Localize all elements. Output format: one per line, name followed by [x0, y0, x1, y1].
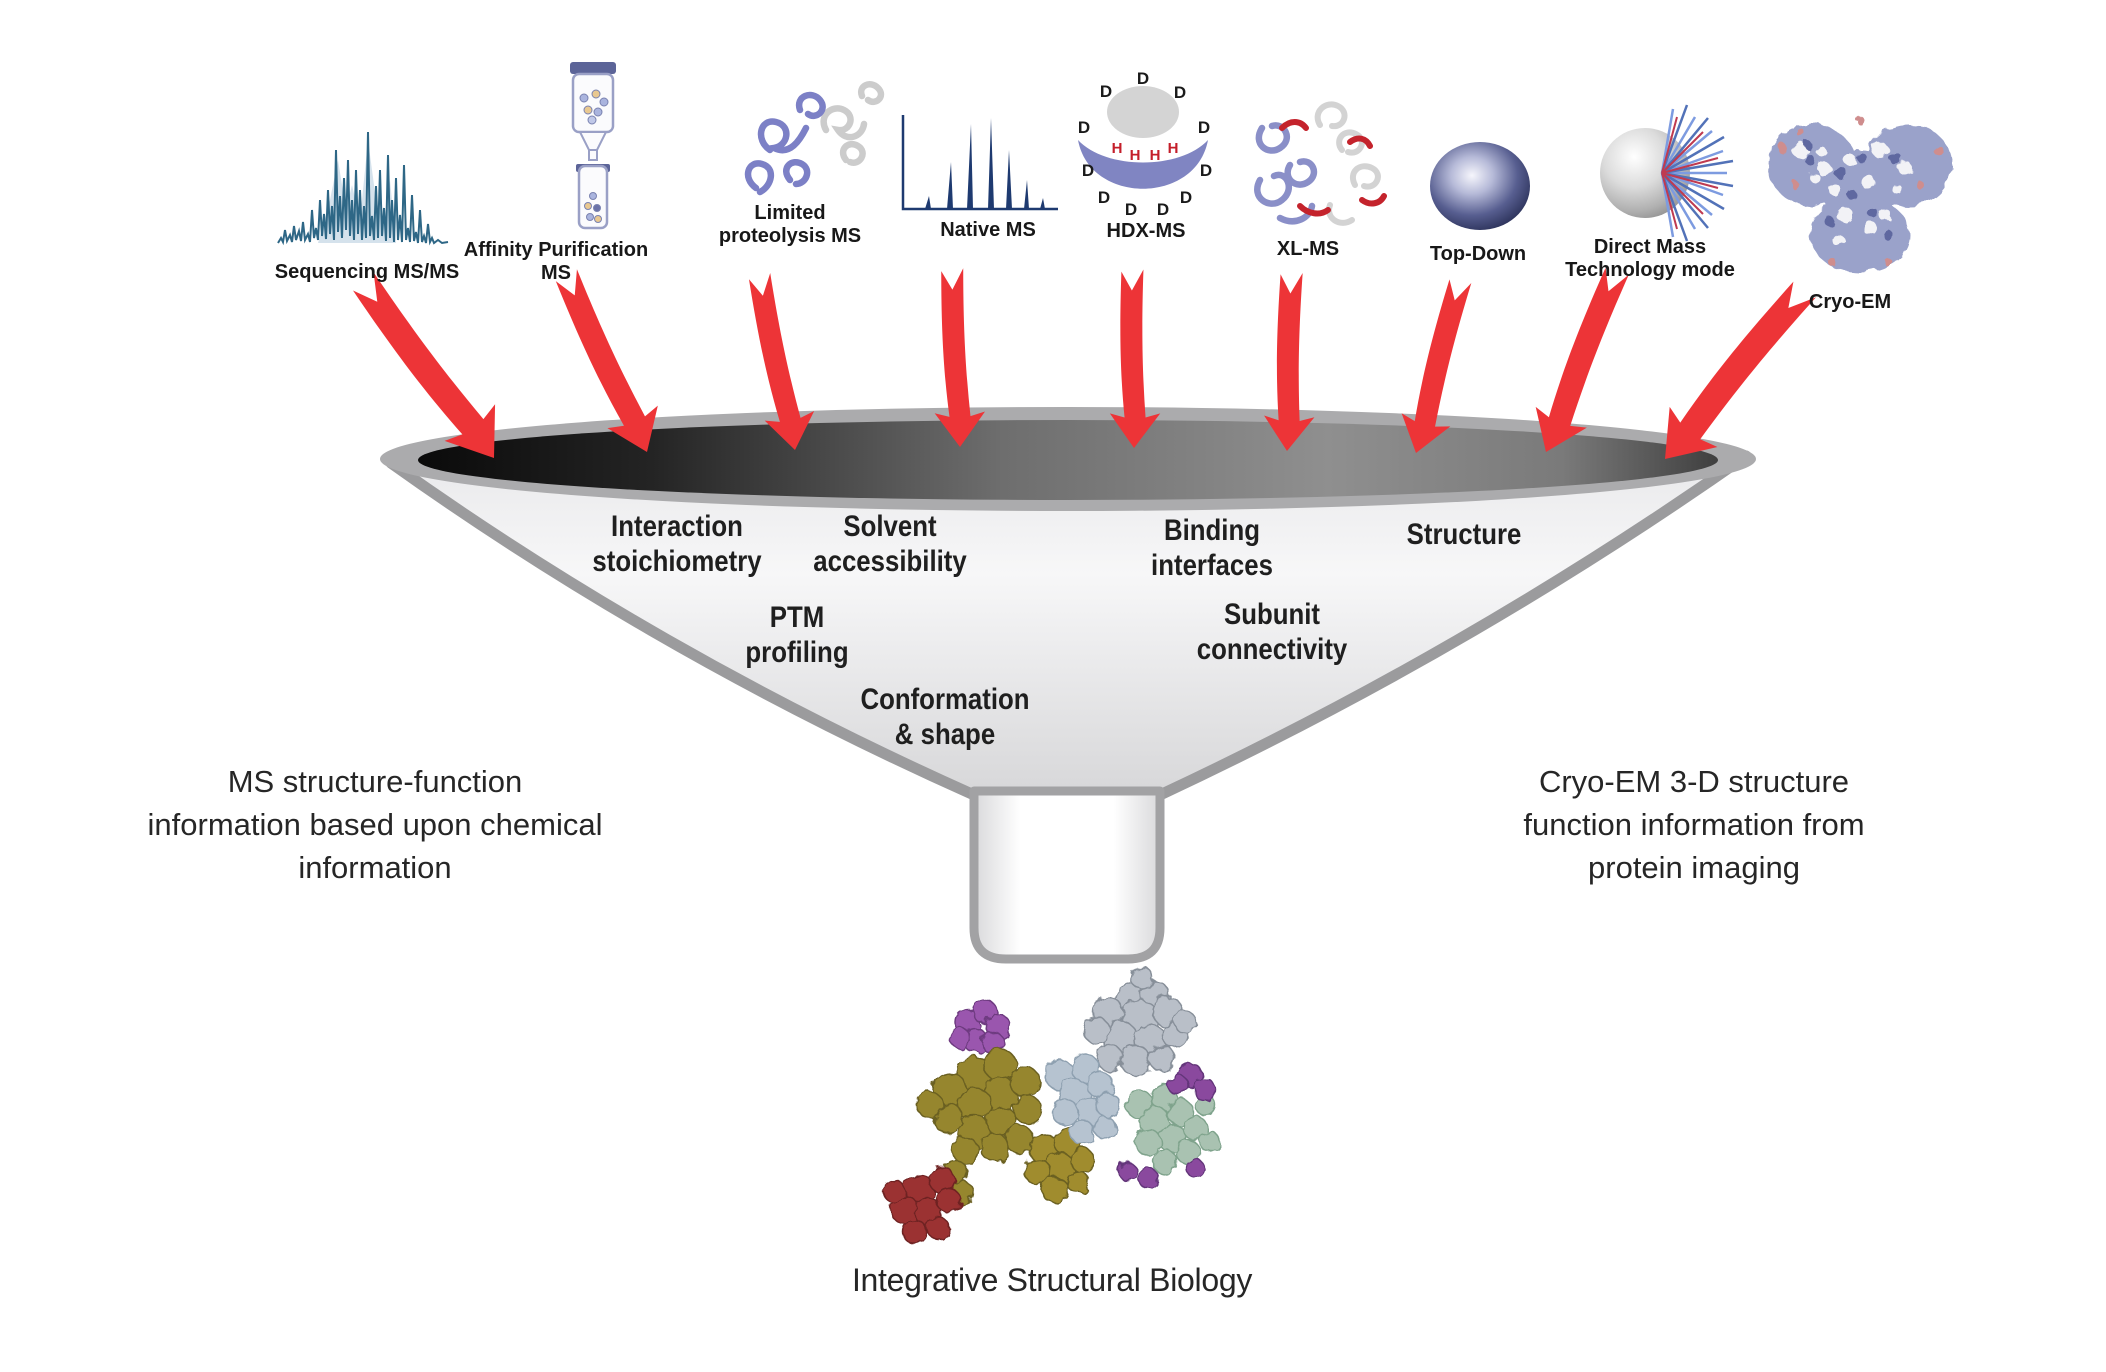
tech-label-line: XL-MS: [1276, 238, 1340, 260]
funnel-output-conformation-shape: Conformation& shape: [847, 682, 1044, 752]
funnel-output-line: Solvent: [843, 510, 937, 543]
label-top-down: Top-Down: [1430, 243, 1526, 266]
tech-label-line: Technology mode: [1565, 259, 1735, 281]
ion-emission-sphere-icon: [1600, 104, 1734, 242]
side-note-line: MS structure-function: [227, 764, 523, 799]
label-xl-ms: XL-MS: [1277, 238, 1339, 261]
funnel-output-line: Structure: [1406, 518, 1522, 551]
funnel-mouth: [418, 420, 1718, 500]
intact-protein-sphere-icon: [1430, 142, 1530, 230]
protein-complex-model: [883, 966, 1221, 1245]
arrow-hdx: [1109, 269, 1161, 448]
tech-label-line: Cryo-EM: [1808, 291, 1892, 313]
d-letter: D: [1200, 161, 1212, 180]
tech-label-line: HDX-MS: [1106, 220, 1186, 242]
em-density-map-icon: [1768, 116, 1952, 273]
d-letter: D: [1100, 82, 1112, 101]
native-spectrum-icon: [901, 115, 1058, 211]
funnel-output-line: Conformation: [860, 683, 1030, 716]
side-note-line: information based upon chemical: [147, 807, 603, 842]
side-note-line: protein imaging: [1588, 850, 1800, 885]
side-note-line: Cryo-EM 3-D structure: [1538, 764, 1850, 799]
d-letter: D: [1098, 188, 1110, 207]
side-note-line: function information from: [1523, 807, 1865, 842]
funnel-output-structure: Structure: [1397, 517, 1530, 552]
note-ms-structure-function: MS structure-function information based …: [148, 760, 603, 889]
h-letter: H: [1168, 140, 1179, 157]
tech-label-line: Sequencing MS/MS: [274, 261, 460, 283]
spin-column-icon: [570, 62, 616, 230]
label-cryo-em: Cryo-EM: [1809, 291, 1891, 314]
d-letter: D: [1157, 200, 1169, 219]
footer-integrative-structural-biology: Integrative Structural Biology: [852, 1262, 1252, 1299]
deuterium-exchange-icon: D D D D D D D D D D D H H H H: [1078, 69, 1212, 219]
tech-label-line: Affinity Purification: [463, 239, 649, 261]
ms2-spectrum-icon: [277, 131, 449, 246]
h-letter: H: [1112, 140, 1123, 157]
label-hdx-ms: HDX-MS: [1107, 220, 1186, 243]
d-letter: D: [1137, 69, 1149, 88]
label-sequencing-msms: Sequencing MS/MS: [275, 261, 459, 284]
side-note-line: information: [298, 850, 452, 885]
label-native-ms: Native MS: [940, 219, 1036, 242]
tech-label-line: Direct Mass: [1593, 236, 1707, 258]
tech-label-line: MS: [540, 262, 571, 284]
funnel-stem: [969, 786, 1165, 964]
funnel-output-line: PTM: [769, 601, 825, 634]
tech-label-line: Top-Down: [1429, 243, 1527, 265]
d-letter: D: [1174, 83, 1186, 102]
funnel-output-line: connectivity: [1196, 633, 1348, 666]
funnel-output-line: & shape: [894, 718, 996, 751]
funnel-output-line: Subunit: [1223, 598, 1320, 631]
digested-protein-icon: [744, 81, 885, 196]
tech-label-line: proteolysis MS: [718, 225, 862, 247]
d-letter: D: [1078, 118, 1090, 137]
funnel-output-line: interfaces: [1151, 549, 1273, 582]
crosslinked-protein-icon: [1254, 101, 1387, 226]
funnel-output-line: stoichiometry: [592, 545, 762, 578]
funnel-output-line: Binding: [1163, 514, 1260, 547]
funnel-output-line: Interaction: [611, 510, 743, 543]
h-letter: H: [1130, 147, 1141, 164]
tech-label-line: Limited: [754, 202, 826, 224]
note-cryo-em-3d: Cryo-EM 3-D structure function informati…: [1523, 760, 1864, 889]
d-letter: D: [1125, 200, 1137, 219]
h-letter: H: [1150, 147, 1161, 164]
funnel-output-line: profiling: [745, 636, 849, 669]
tech-label-line: Native MS: [940, 219, 1036, 241]
d-letter: D: [1180, 188, 1192, 207]
d-letter: D: [1198, 118, 1210, 137]
funnel-output-line: accessibility: [813, 545, 967, 578]
d-letter: D: [1082, 161, 1094, 180]
footer-label-text: Integrative Structural Biology: [851, 1262, 1253, 1298]
